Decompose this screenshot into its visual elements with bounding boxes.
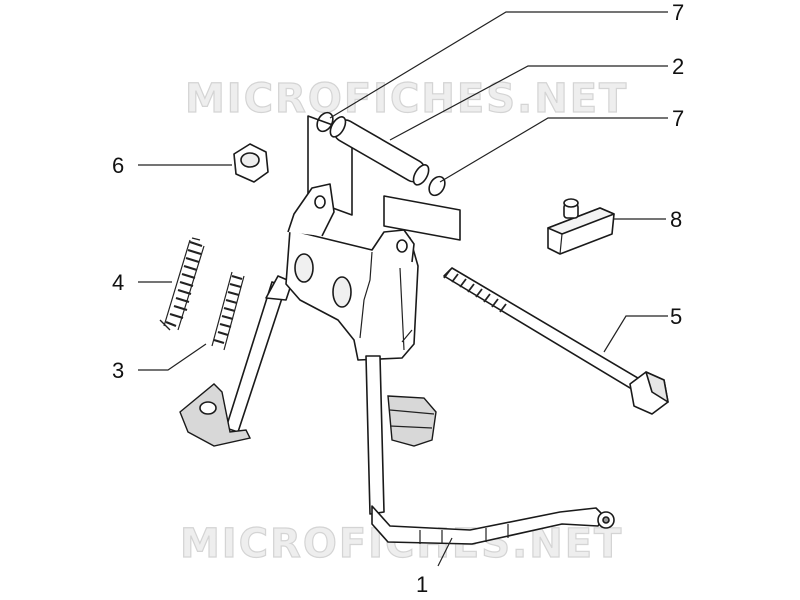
callout-7-mid: 7 [672,106,684,131]
watermark-top: MICROFICHES.NET [185,76,628,122]
callout-1: 1 [416,572,428,597]
part-7-o-ring-mid [428,175,446,197]
callout-4: 4 [112,270,124,295]
part-3-spring [211,271,245,351]
part-7-o-ring-top [316,111,334,133]
part-1-stand [179,183,615,545]
part-5-bolt [443,267,669,415]
leader-lines [138,11,668,567]
callout-2: 2 [672,54,684,79]
part-4-spring [159,237,205,331]
part-6-nut [233,143,269,183]
callout-8: 8 [670,207,682,232]
callout-5: 5 [670,304,682,329]
callout-6: 6 [112,153,124,178]
part-2-pin-tube [307,115,461,241]
callout-3: 3 [112,358,124,383]
callout-7-top: 7 [672,0,684,25]
part-8-block [547,198,615,255]
